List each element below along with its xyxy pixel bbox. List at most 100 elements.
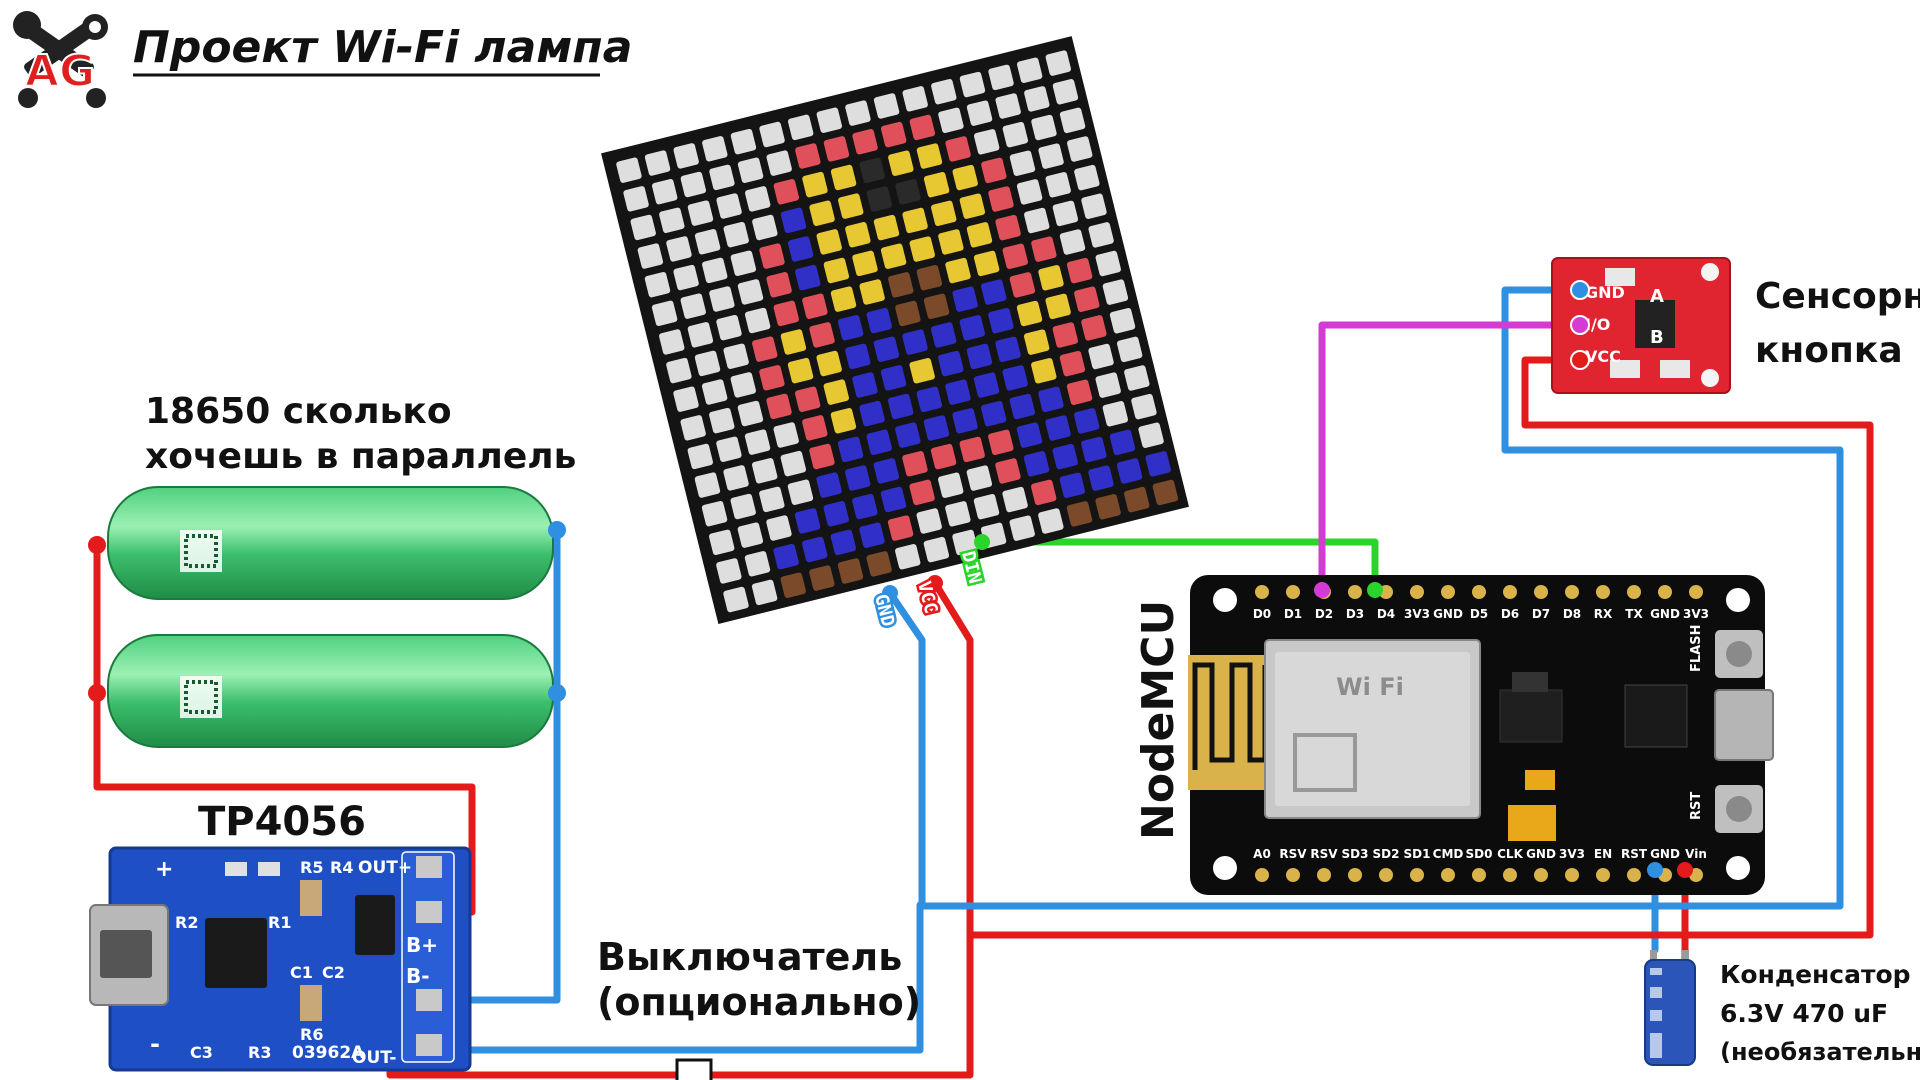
led-pixel xyxy=(1038,265,1064,291)
bottom-header-pin xyxy=(1348,868,1362,882)
led-pixel xyxy=(995,214,1021,241)
led-pixel xyxy=(701,379,728,405)
led-pixel xyxy=(687,443,714,470)
led-pixel xyxy=(1016,300,1043,327)
led-pixel xyxy=(1124,486,1150,513)
top-pin-label: D4 xyxy=(1377,607,1395,621)
led-pixel xyxy=(830,408,857,434)
led-pixel xyxy=(1002,365,1028,391)
led-pixel xyxy=(895,179,921,205)
led-pixel xyxy=(1066,257,1093,284)
bottom-header-pin xyxy=(1534,868,1548,882)
led-pixel xyxy=(1052,322,1078,348)
led-pixel xyxy=(716,193,742,219)
silk-c1: C1 xyxy=(290,963,313,982)
led-pixel xyxy=(1081,315,1107,341)
led-pixel xyxy=(974,129,1000,155)
led-pixel xyxy=(1016,422,1043,448)
led-pixel xyxy=(737,400,764,427)
led-pixel xyxy=(744,307,771,334)
led-pixel xyxy=(966,343,993,370)
led-pixel xyxy=(909,358,935,384)
led-pixel xyxy=(1016,57,1043,83)
led-pixel xyxy=(938,472,964,498)
led-pixel xyxy=(780,329,807,355)
led-pixel xyxy=(931,200,957,227)
led-pixel xyxy=(945,257,971,284)
led-pixel xyxy=(830,164,857,191)
led-pixel xyxy=(1059,107,1086,134)
led-pixel xyxy=(673,386,699,412)
led-pixel xyxy=(659,329,685,355)
led-pixel xyxy=(1052,79,1079,105)
bottom-pin-label: CLK xyxy=(1497,847,1523,861)
led-pixel xyxy=(952,408,978,434)
touch-label-line2: кнопка xyxy=(1755,330,1903,371)
led-pixel xyxy=(687,200,714,226)
led-pixel xyxy=(787,236,814,262)
bottom-pin-label: SD0 xyxy=(1466,847,1493,861)
led-pixel xyxy=(744,551,771,577)
led-pixel xyxy=(952,529,978,556)
led-pixel xyxy=(759,121,785,148)
bottom-pin-label: SD2 xyxy=(1373,847,1400,861)
led-pixel xyxy=(945,501,971,527)
led-pixel xyxy=(1074,286,1100,312)
flash-button[interactable] xyxy=(1715,630,1763,678)
led-pixel xyxy=(1024,207,1050,234)
rst-button[interactable] xyxy=(1715,785,1763,833)
led-pixel xyxy=(837,558,864,584)
led-pixel xyxy=(1102,279,1129,305)
led-pixel xyxy=(916,508,942,534)
bottom-pin-label: Vin xyxy=(1685,847,1707,861)
top-pin-label: D6 xyxy=(1501,607,1519,621)
top-header-pin xyxy=(1348,585,1362,599)
led-pixel xyxy=(1088,222,1114,248)
led-pixel xyxy=(1002,243,1028,269)
capacitor-label-line1: Конденсатор xyxy=(1720,960,1911,989)
led-pixel xyxy=(923,171,950,198)
led-pixel xyxy=(823,257,850,284)
bottom-header-pin xyxy=(1565,868,1579,882)
led-pixel xyxy=(938,107,964,134)
led-pixel xyxy=(902,451,928,477)
led-pixel xyxy=(1088,465,1114,491)
led-pixel xyxy=(1045,415,1071,441)
led-pixel xyxy=(859,400,885,427)
led-pixel xyxy=(823,136,850,162)
bottom-header-pin xyxy=(1627,868,1641,882)
silk-r1: R1 xyxy=(268,913,291,932)
regulator-chip xyxy=(1499,689,1563,743)
led-pixel xyxy=(637,243,664,269)
led-pixel xyxy=(1045,50,1071,76)
led-pixel xyxy=(659,207,685,233)
top-header-pin xyxy=(1255,585,1269,599)
top-pin-label: 3V3 xyxy=(1683,607,1709,621)
led-pixel xyxy=(1109,308,1136,334)
silk-c3: C3 xyxy=(190,1043,213,1062)
led-pixel xyxy=(766,515,792,541)
touch-pin-vcc: VCC xyxy=(1585,347,1621,366)
bottom-pin-label: CMD xyxy=(1433,847,1464,861)
led-pixel xyxy=(730,372,756,398)
led-pixel xyxy=(1031,114,1057,141)
led-pixel xyxy=(966,100,993,126)
bottom-header-pin xyxy=(1441,868,1455,882)
led-pixel xyxy=(709,286,735,312)
led-pixel xyxy=(923,293,950,320)
top-header-pin xyxy=(1472,585,1486,599)
led-pixel xyxy=(694,472,721,498)
switch-label: Выключатель (опционально) xyxy=(597,935,921,1024)
touch-pin-io: I/O xyxy=(1585,315,1610,334)
led-pixel xyxy=(973,372,1000,398)
bottom-header-pin xyxy=(1379,868,1393,882)
led-pixel xyxy=(1095,494,1121,520)
battery-label-line2: хочешь в параллель xyxy=(145,436,576,477)
top-pin-label: D5 xyxy=(1470,607,1488,621)
led-pixel xyxy=(709,407,735,434)
led-pixel xyxy=(1102,401,1129,427)
led-pixel xyxy=(709,164,735,191)
led-pixel xyxy=(916,143,943,169)
led-pixel xyxy=(902,329,928,355)
